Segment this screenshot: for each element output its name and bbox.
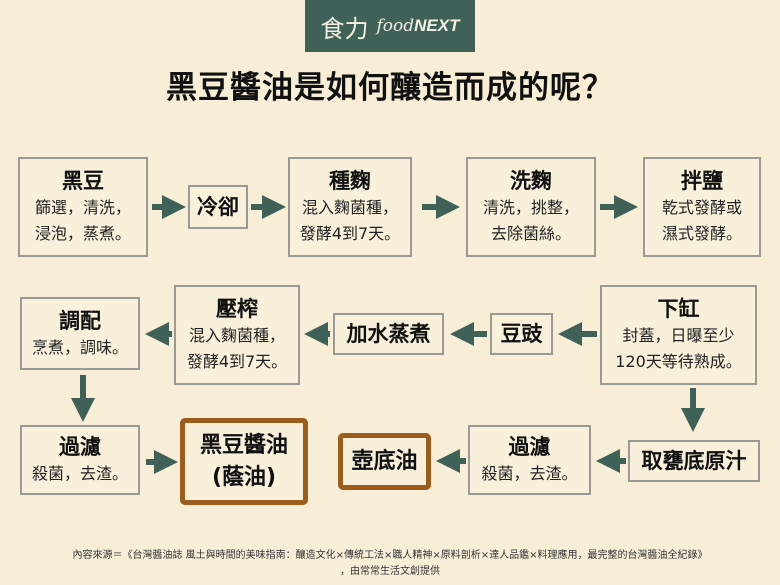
step-title: 黑豆 [62,169,104,193]
step-desc: 殺菌，去渣。 [481,464,578,483]
step-desc: 發酵4到7天。 [299,224,401,243]
step-cool: 冷卻 [188,185,248,229]
step-title: 加水蒸煮 [346,322,431,346]
step-desc: 乾式發酵或 [661,198,742,217]
foodnext-logo: 食力 foodNEXT [305,0,475,52]
step-title: 黑豆醬油 [199,432,288,458]
step-add-water: 加水蒸煮 [333,313,444,355]
step-desc: 去除菌絲。 [490,224,571,243]
product-hutiyou: 壺底油 [338,433,431,490]
source-line-2: ，由常常生活文創提供 [340,566,440,577]
logo-food: food [376,16,415,36]
source-line-1: 內容來源＝《台灣醬油誌 風土與時間的美味指南：釀造文化×傳統工法×職人精神×原料… [72,550,708,561]
step-desc: 烹煮，調味。 [31,337,128,357]
step-desc: 發酵4到7天。 [186,352,288,371]
step-title: 下缸 [657,297,700,321]
step-blend: 調配 烹煮，調味。 [20,297,140,370]
source-credit: 內容來源＝《台灣醬油誌 風土與時間的美味指南：釀造文化×傳統工法×職人精神×原料… [0,548,780,580]
step-title: 過濾 [508,435,551,459]
logo-next: NEXT [414,16,460,35]
step-mix-salt: 拌鹽 乾式發酵或 濕式發酵。 [643,157,761,257]
step-title: 過濾 [59,435,101,459]
step-desc: 篩選，清洗， [34,198,131,217]
step-title: 豆豉 [500,322,543,346]
step-take-juice: 取甕底原汁 [628,440,760,482]
product-soy-sauce: 黑豆醬油 (蔭油) [180,418,308,505]
step-filter-right: 過濾 殺菌，去渣。 [468,425,591,495]
step-desc: 120天等待熟成。 [615,352,742,371]
step-desc: 殺菌，去渣。 [31,464,128,483]
step-desc: 清洗，挑整， [482,198,579,217]
logo-zh: 食力 [320,14,369,43]
step-title: 壺底油 [351,448,418,474]
step-douchi: 豆豉 [490,313,553,355]
step-into-vat: 下缸 封蓋，日曝至少 120天等待熟成。 [600,285,757,385]
step-title: 洗麴 [510,169,552,193]
step-desc: 混入麴菌種， [188,326,285,345]
step-desc: 混入麴菌種， [301,198,398,217]
step-black-bean: 黑豆 篩選，清洗， 浸泡，蒸煮。 [18,157,148,257]
step-desc: 封蓋，日曝至少 [622,326,735,345]
logo-en: foodNEXT [377,16,460,36]
step-title: 調配 [59,308,101,333]
step-title: 種麴 [329,169,371,193]
step-subtitle: (蔭油) [211,464,277,490]
step-press: 壓榨 混入麴菌種， 發酵4到7天。 [174,285,300,385]
step-title: 取甕底原汁 [641,449,747,473]
step-title: 冷卻 [197,195,239,219]
step-desc: 濕式發酵。 [661,224,742,243]
step-filter-left: 過濾 殺菌，去渣。 [20,425,140,495]
page-title: 黑豆醬油是如何釀造而成的呢？ [166,70,614,106]
step-title: 壓榨 [216,297,258,321]
step-wash-koji: 洗麴 清洗，挑整， 去除菌絲。 [466,157,596,257]
step-desc: 浸泡，蒸煮。 [34,224,131,243]
step-title: 拌鹽 [681,169,723,193]
step-seed-koji: 種麴 混入麴菌種， 發酵4到7天。 [288,157,412,257]
